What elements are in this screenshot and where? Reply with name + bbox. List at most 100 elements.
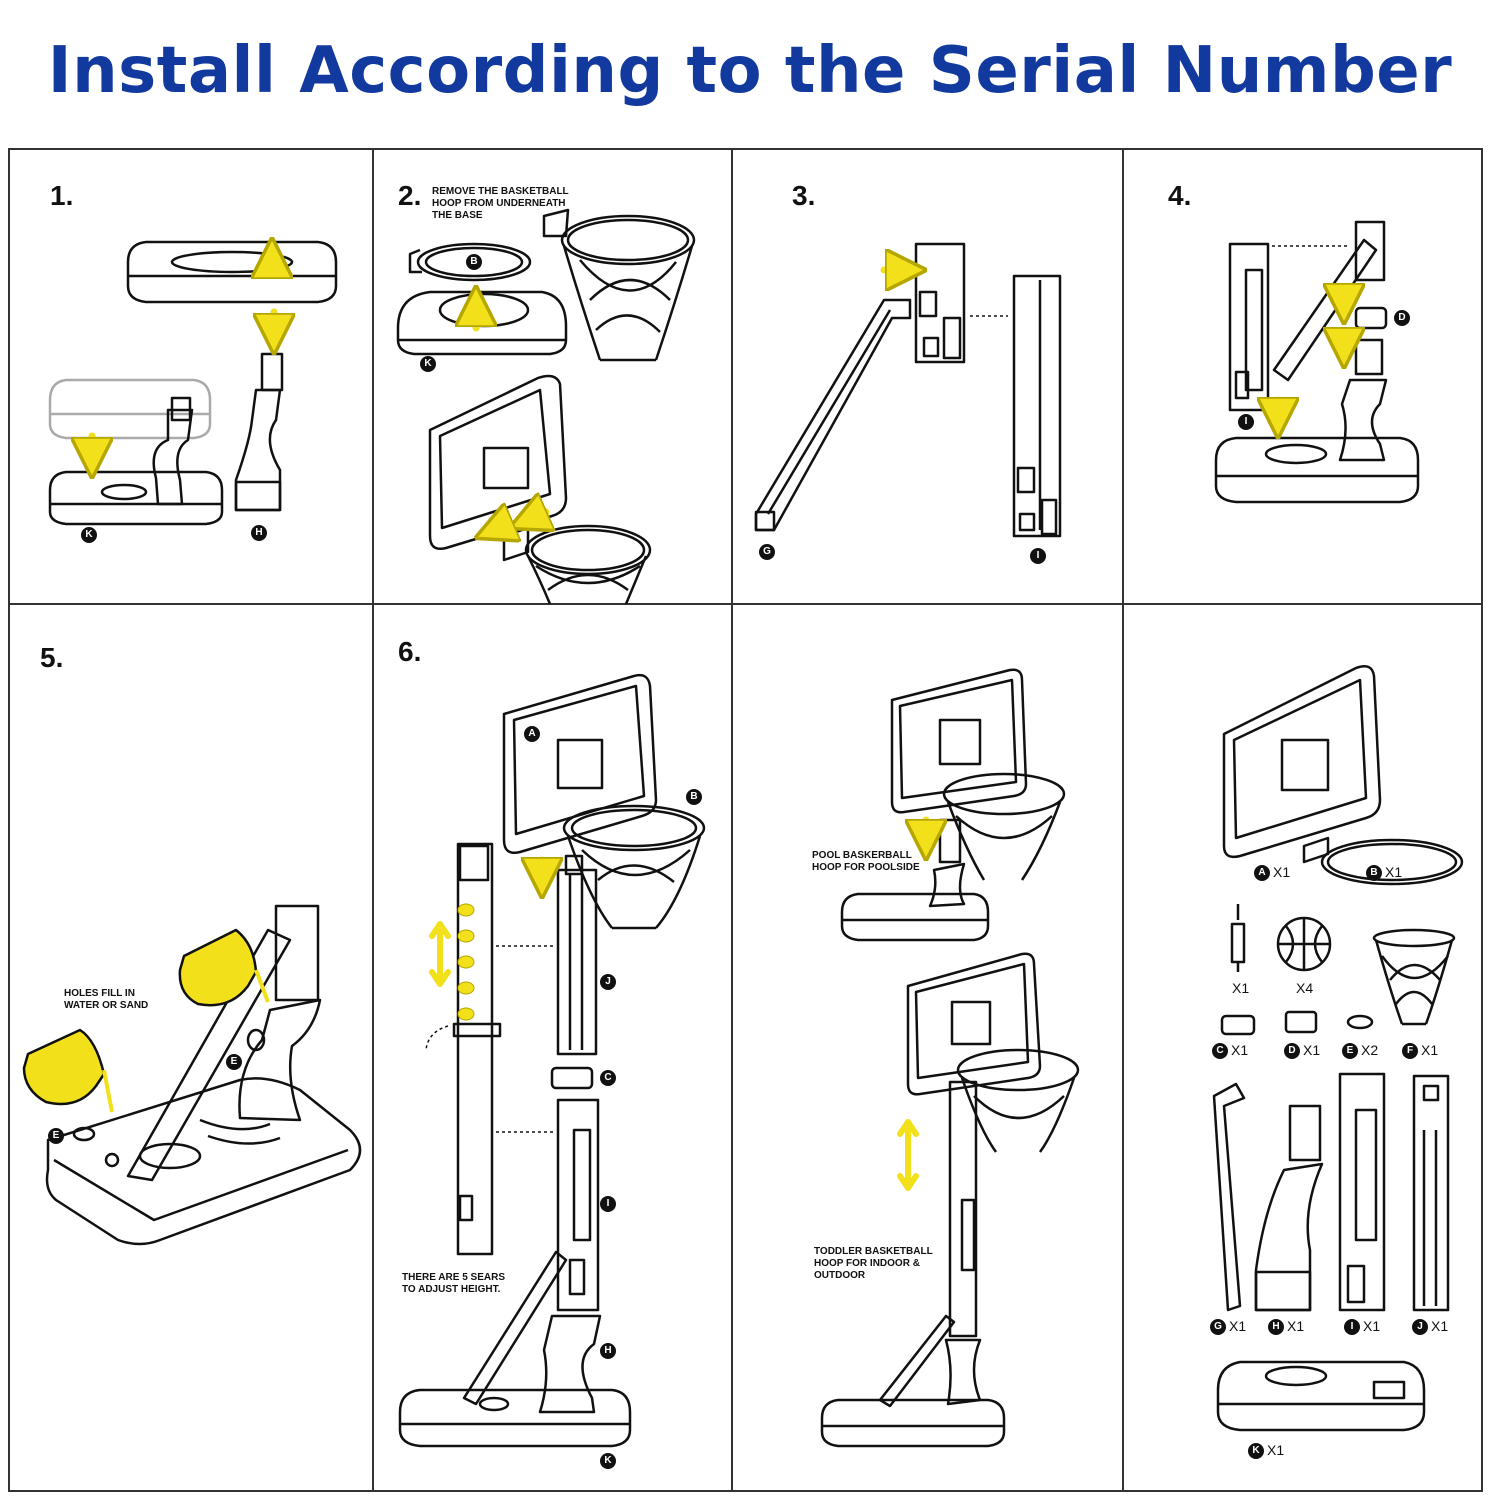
step5-note: HOLES FILL IN WATER OR SAND	[64, 988, 149, 1011]
page-title: Install According to the Serial Number	[47, 34, 1453, 108]
part-pump	[1230, 904, 1246, 972]
step2-base	[396, 290, 568, 356]
step5-post	[238, 998, 322, 1122]
part-ball	[1276, 916, 1332, 972]
part-letter-D: D	[1284, 1043, 1300, 1060]
part-label-ball: X4	[1296, 980, 1314, 996]
step5-label-E-2: E	[48, 1128, 64, 1144]
step-number-1: 1.	[50, 180, 74, 211]
step1-label-H: H	[251, 525, 267, 541]
part-label-pump: X1	[1232, 980, 1250, 996]
step6-label-C: C	[600, 1070, 616, 1086]
part-A-backboard	[1222, 665, 1382, 859]
part-H-post	[1254, 1104, 1324, 1312]
step6-pole-J	[556, 854, 598, 1056]
step6-note: THERE ARE 5 SEARS TO ADJUST HEIGHT.	[402, 1272, 505, 1295]
step4-coupler-D	[1354, 306, 1388, 330]
step2-backboard	[428, 374, 568, 550]
part-letter-F: F	[1402, 1043, 1418, 1060]
step-number-6: 6.	[398, 636, 422, 667]
part-I-pole	[1338, 1072, 1386, 1312]
part-letter-B: B	[1366, 865, 1382, 882]
step-number-3: 3.	[792, 180, 816, 211]
part-letter-G: G	[1210, 1319, 1226, 1336]
toddler-variant-note: TODDLER BASKETBALL HOOP FOR INDOOR & OUT…	[814, 1246, 933, 1281]
step5-base	[45, 1077, 362, 1246]
part-B-rim	[1302, 836, 1464, 886]
part-G-arm	[1212, 1082, 1246, 1312]
step3-pole-I	[1012, 274, 1062, 538]
step1-label-K: K	[81, 527, 97, 543]
part-letter-I: I	[1344, 1319, 1360, 1336]
toddler-hoop	[820, 952, 1080, 1448]
step2-note: REMOVE THE BASKETBALL HOOP FROM UNDERNEA…	[432, 186, 569, 221]
step6-backboard-A	[502, 673, 658, 854]
step6-label-H: H	[600, 1343, 616, 1359]
pool-hoop	[840, 668, 1066, 942]
step2-net-top	[542, 208, 696, 362]
part-J-pole	[1412, 1074, 1450, 1312]
step5-bucket-left	[22, 1028, 114, 1113]
part-letter-J: J	[1412, 1319, 1428, 1336]
step4-label-I: I	[1238, 414, 1254, 430]
step5-bucket-right	[178, 928, 270, 1007]
part-letter-A: A	[1254, 865, 1270, 882]
part-F-net	[1372, 928, 1456, 1026]
step1-base-top	[126, 240, 338, 304]
step2-label-B: B	[466, 254, 482, 270]
step2-ring	[408, 242, 532, 282]
part-E	[1346, 1014, 1374, 1030]
step6-pole-I	[556, 1098, 600, 1312]
step6-label-B: B	[686, 789, 702, 805]
step4-label-D: D	[1394, 310, 1410, 326]
step6-coupler-C	[550, 1066, 594, 1090]
step4-post	[1338, 338, 1388, 462]
step5-label-E-1: E	[226, 1054, 242, 1070]
step6-telescope	[452, 842, 502, 1256]
part-D	[1284, 1010, 1318, 1034]
step6-arm	[462, 1250, 568, 1406]
step1-base-ghost	[48, 378, 212, 440]
step1-base-bottom	[48, 470, 224, 526]
step6-base-K	[398, 1388, 632, 1448]
step6-label-J: J	[600, 974, 616, 990]
step6-post-H	[538, 1314, 602, 1414]
step2-label-K: K	[420, 356, 436, 372]
step-number-5: 5.	[40, 642, 64, 673]
step3-label-G: G	[759, 544, 775, 560]
part-letter-H: H	[1268, 1319, 1284, 1336]
part-letter-K: K	[1248, 1443, 1264, 1460]
step3-label-I: I	[1030, 548, 1046, 564]
step4-base	[1214, 436, 1420, 504]
step1-post-H	[234, 352, 284, 512]
part-C	[1220, 1014, 1256, 1036]
part-K-base	[1216, 1360, 1426, 1432]
part-letter-E: E	[1342, 1043, 1358, 1060]
pool-variant-note: POOL BASKERBALL HOOP FOR POOLSIDE	[812, 850, 920, 873]
step6-label-A: A	[524, 726, 540, 742]
step-number-2: 2.	[398, 180, 422, 211]
step6-label-K: K	[600, 1453, 616, 1469]
step1-post-left	[152, 396, 194, 506]
step6-label-I: I	[600, 1196, 616, 1212]
step-number-4: 4.	[1168, 180, 1192, 211]
step6-rim-B	[562, 804, 706, 930]
step3-arm-G	[754, 298, 912, 532]
step3-socket	[914, 242, 966, 364]
part-letter-C: C	[1212, 1043, 1228, 1060]
step4-pole-I	[1228, 242, 1270, 412]
step2-net-bottom	[502, 524, 652, 605]
